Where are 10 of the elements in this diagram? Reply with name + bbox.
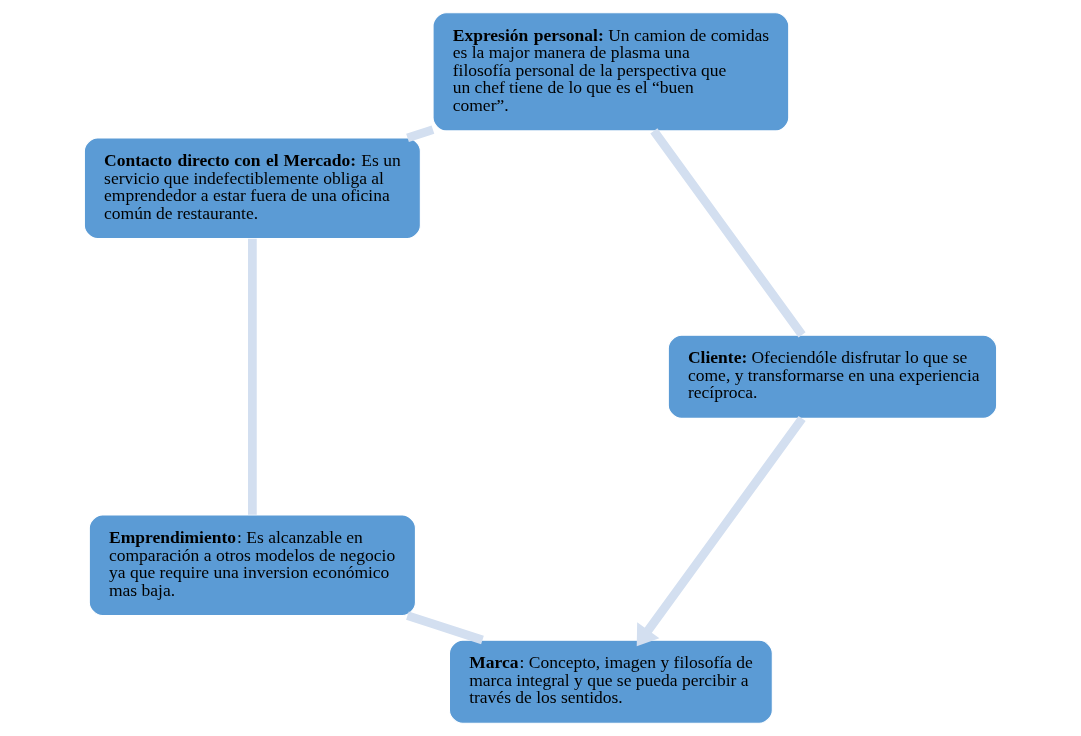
- arrow: [636, 415, 806, 647]
- node-box: Cliente: Ofeciendóle disfrutar lo que se come, y transformarse en una experiencia recíproca.: [667, 334, 998, 419]
- node-box: Marca: Concepto, imagen y filosofía de marca integral y que se pueda percibir a través de los sentidos.: [448, 639, 773, 724]
- node-box: Emprendimiento: Es alcanzable en comparación a otros modelos de negocio ya que require una inversion económico mas baja.: [88, 514, 416, 617]
- node-box: Contacto directo con el Mercado: Es un servicio que indefectiblemente obliga al emprendedor a estar fuera de una oficina común de restaurante.: [83, 137, 421, 240]
- connector: [406, 125, 435, 143]
- connector: [406, 611, 484, 645]
- connector: [650, 128, 806, 338]
- node-box: Expresión personal: Un camion de comidas es la major manera de plasma una filosofía personal de la perspectiva que un chef tiene de lo que es el “buen comer”.: [432, 12, 790, 132]
- connector: [248, 238, 257, 515]
